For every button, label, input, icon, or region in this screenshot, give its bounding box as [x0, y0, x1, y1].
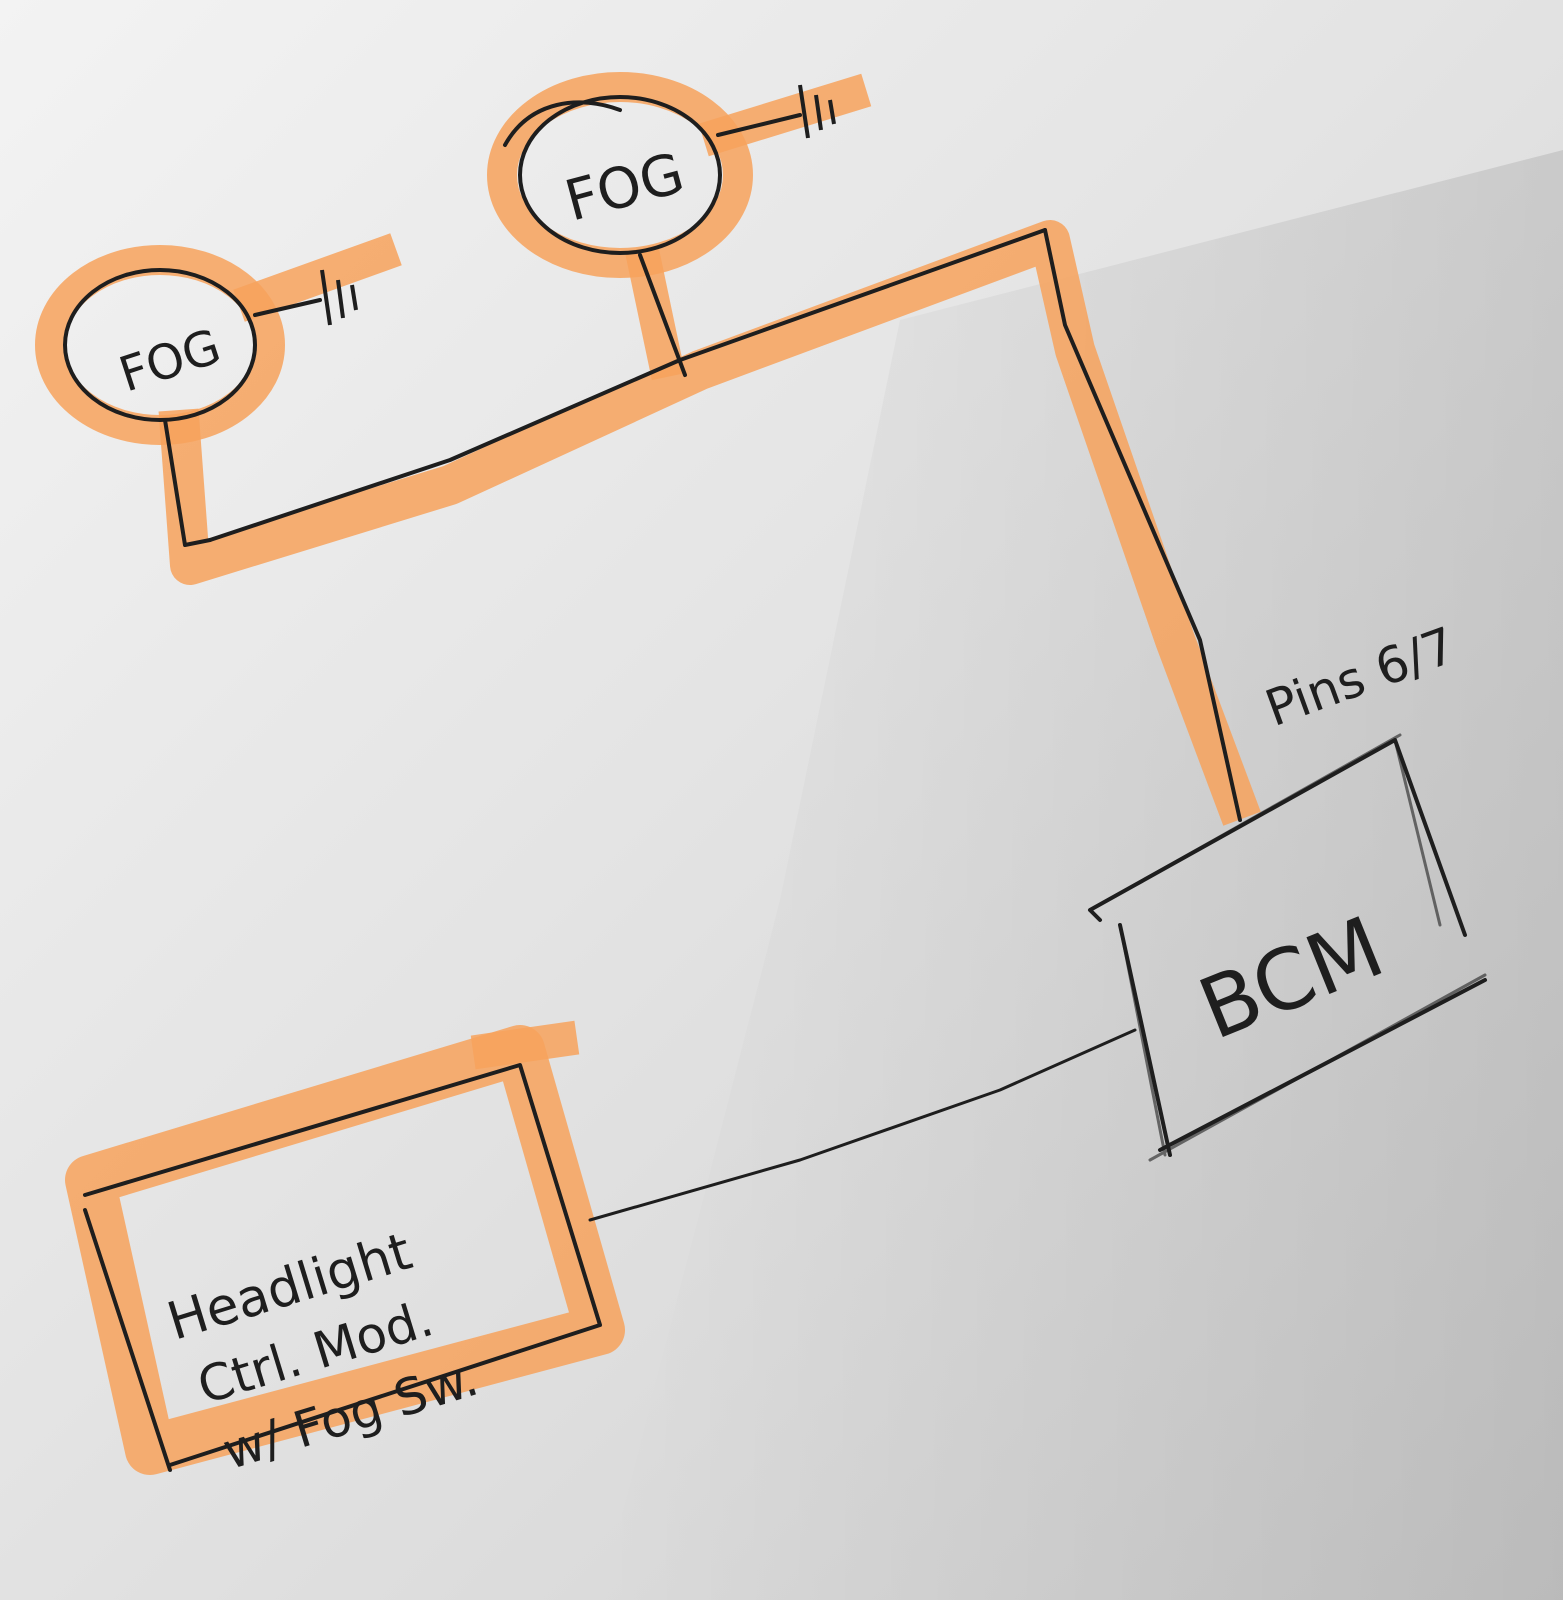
- wire-headlight-to-bcm: [588, 1028, 1137, 1222]
- wire-harness-to-bcm: [1043, 228, 1242, 822]
- headlight-module-highlight: [65, 1025, 625, 1475]
- wire-fog-right-drop: [638, 253, 687, 377]
- harness-highlight: [158, 220, 1261, 826]
- ink-lines: [63, 84, 1487, 1472]
- paper-shadow: [600, 150, 1563, 1600]
- bcm-box-outline: [1088, 733, 1487, 1162]
- fog-left-arm: [253, 298, 322, 317]
- headlight-module-tab-highlight: [470, 1020, 580, 1070]
- fog-lamp-left: [63, 268, 257, 422]
- fog-right-arm: [716, 113, 802, 137]
- fog-lamp-right: [518, 95, 722, 255]
- ground-symbol-icon: [320, 269, 358, 326]
- fog-left-arm-highlight: [233, 233, 402, 322]
- fog-right-highlight: [487, 72, 753, 278]
- headlight-module-box: [83, 1063, 602, 1472]
- wire-harness-main: [208, 228, 1047, 542]
- wire-fog-left: [163, 418, 212, 547]
- ground-symbol-icon: [798, 84, 836, 139]
- fog-right-top-swoosh: [503, 100, 622, 147]
- highlighter-marks: [35, 72, 1261, 1475]
